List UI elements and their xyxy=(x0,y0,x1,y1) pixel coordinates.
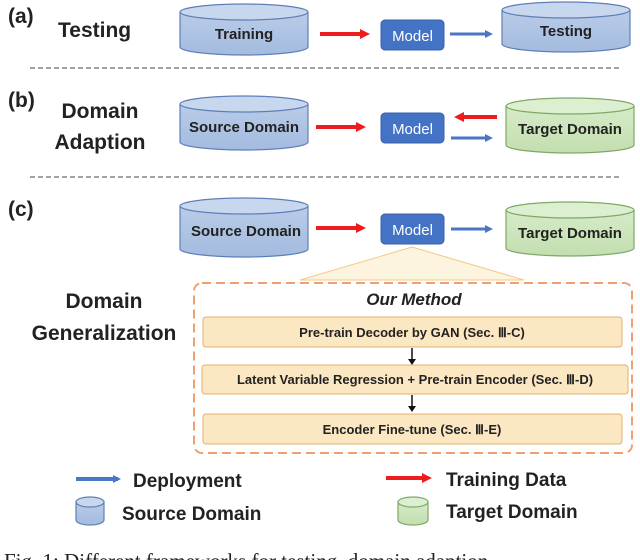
legend-source-cylinder xyxy=(75,496,105,526)
row-a-source-label: Training xyxy=(215,26,273,43)
figure-caption: Fig. 1: Different frameworks for testing… xyxy=(4,549,489,560)
row-b-model-label: Model xyxy=(392,121,433,138)
model-box xyxy=(380,19,445,51)
row-b-tag: (b) xyxy=(8,89,35,112)
row-b-target-label: Target Domain xyxy=(518,121,622,138)
legend-deployment-label: Deployment xyxy=(133,471,242,492)
method-step-box xyxy=(201,364,629,395)
source-cylinder xyxy=(179,3,309,56)
zoom-connector xyxy=(299,246,525,281)
row-a-target-label: Testing xyxy=(540,23,592,40)
flow-arrowhead xyxy=(408,406,416,412)
row-a-model-label: Model xyxy=(392,28,433,45)
row-b-heading-line1: Domain xyxy=(61,100,138,123)
legend-target-label: Target Domain xyxy=(446,502,578,523)
method-step-1: Pre-train Decoder by GAN (Sec. Ⅲ-C) xyxy=(299,325,525,340)
row-c-source-label: Source Domain xyxy=(191,223,301,240)
legend-training-label: Training Data xyxy=(446,470,567,491)
row-c-model-label: Model xyxy=(392,222,433,239)
target-cylinder xyxy=(505,97,635,154)
row-c-target-label: Target Domain xyxy=(518,225,622,242)
row-b-heading-line2: Adaption xyxy=(55,131,146,154)
method-title: Our Method xyxy=(366,290,462,309)
row-c-heading-line2: Generalization xyxy=(32,322,177,345)
legend-source-label: Source Domain xyxy=(122,504,261,525)
source-cylinder xyxy=(179,197,309,258)
row-c-heading-line1: Domain xyxy=(65,290,142,313)
row-a-tag: (a) xyxy=(8,5,34,28)
row-c-tag: (c) xyxy=(8,198,34,221)
model-box xyxy=(380,112,445,144)
method-step-box xyxy=(202,316,623,348)
legend-target-cylinder xyxy=(397,496,429,526)
method-step-box xyxy=(202,413,623,445)
source-cylinder xyxy=(179,95,309,151)
method-step-2: Latent Variable Regression + Pre-train E… xyxy=(237,372,593,387)
model-box xyxy=(380,213,445,245)
row-a-heading: Testing xyxy=(58,19,131,42)
target-cylinder xyxy=(501,1,631,53)
flow-arrowhead xyxy=(408,359,416,365)
target-cylinder xyxy=(505,201,635,257)
row-b-source-label: Source Domain xyxy=(189,119,299,136)
method-step-3: Encoder Fine-tune (Sec. Ⅲ-E) xyxy=(323,422,502,437)
